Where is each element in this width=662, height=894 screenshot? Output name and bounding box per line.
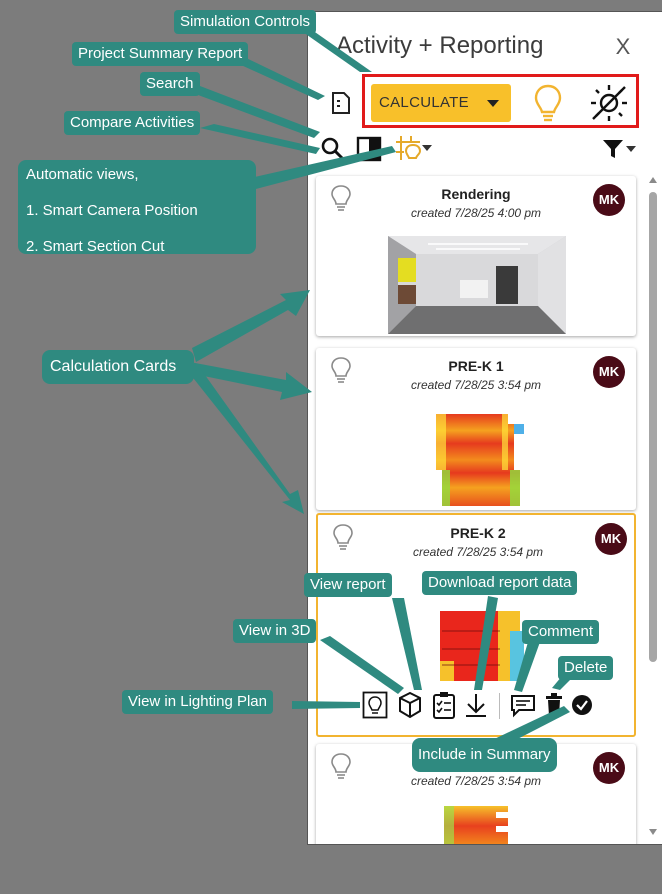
view-in-plan-icon[interactable] xyxy=(362,691,388,719)
heatmap-thumbnail[interactable] xyxy=(444,806,516,845)
close-button[interactable]: X xyxy=(615,34,631,59)
calculate-label: CALCULATE xyxy=(379,94,469,111)
lightbulb-icon[interactable] xyxy=(330,752,352,780)
lightbulb-icon[interactable] xyxy=(533,83,563,123)
callout-search: Search xyxy=(140,72,200,96)
card-created: created 7/28/25 3:54 pm xyxy=(410,378,542,392)
simulation-controls: CALCULATE xyxy=(362,74,639,128)
chevron-down-icon[interactable] xyxy=(487,100,499,107)
callout-calculation-cards: Calculation Cards xyxy=(42,350,194,384)
chevron-down-icon[interactable] xyxy=(422,145,432,151)
callout-delete: Delete xyxy=(558,656,614,680)
lightbulb-icon[interactable] xyxy=(330,356,352,384)
rendering-thumbnail[interactable] xyxy=(388,236,566,334)
card-title: Rendering xyxy=(441,186,511,202)
callout-auto-views-item: 1. Smart Camera Position xyxy=(26,202,198,219)
callout-include-summary: Include in Summary xyxy=(412,738,557,772)
callout-view-report: View report xyxy=(304,573,392,597)
no-daylight-icon[interactable] xyxy=(587,83,631,123)
callout-compare: Compare Activities xyxy=(64,111,201,135)
lightbulb-icon[interactable] xyxy=(332,523,354,551)
panel-title: Activity + Reporting xyxy=(336,32,544,59)
callout-comment: Comment xyxy=(522,620,600,644)
callout-auto-views-item: 2. Smart Section Cut xyxy=(26,238,165,255)
scroll-up-arrow[interactable] xyxy=(649,177,657,183)
avatar: MK xyxy=(593,752,625,784)
calculation-card[interactable]: Rendering created 7/28/25 4:00 pm MK xyxy=(316,176,636,336)
avatar: MK xyxy=(593,356,625,388)
card-actions xyxy=(362,691,602,721)
include-check-icon[interactable] xyxy=(570,691,594,719)
download-icon[interactable] xyxy=(464,691,488,719)
scrollbar[interactable] xyxy=(646,175,660,844)
chevron-down-icon[interactable] xyxy=(626,146,636,152)
scrollbar-thumb[interactable] xyxy=(649,192,657,662)
view-report-icon[interactable] xyxy=(432,691,456,719)
avatar: MK xyxy=(595,523,627,555)
report-icon[interactable] xyxy=(330,91,352,115)
calculation-card[interactable]: PRE-K 1 created 7/28/25 3:54 pm MK xyxy=(316,348,636,510)
card-created: created 7/28/25 4:00 pm xyxy=(410,206,542,220)
scroll-down-arrow[interactable] xyxy=(649,829,657,835)
callout-project-summary: Project Summary Report xyxy=(72,42,249,66)
calculate-button[interactable]: CALCULATE xyxy=(371,84,511,122)
view-3d-icon[interactable] xyxy=(398,691,422,719)
callout-auto-views-heading: Automatic views, xyxy=(26,166,139,183)
filter-icon[interactable] xyxy=(602,138,624,160)
card-title: PRE-K 2 xyxy=(450,525,506,541)
card-created: created 7/28/25 3:54 pm xyxy=(410,774,542,788)
callout-simulation-controls: Simulation Controls xyxy=(174,10,317,34)
heatmap-thumbnail[interactable] xyxy=(428,414,528,510)
callout-view-3d: View in 3D xyxy=(233,619,317,643)
card-title: PRE-K 1 xyxy=(448,358,504,374)
lightbulb-icon[interactable] xyxy=(330,184,352,212)
auto-view-icon[interactable] xyxy=(394,134,422,162)
callout-view-plan: View in Lighting Plan xyxy=(122,690,273,714)
divider xyxy=(499,693,500,719)
callout-download-data: Download report data xyxy=(422,571,578,595)
callout-auto-views: Automatic views, 1. Smart Camera Positio… xyxy=(18,160,256,255)
card-created: created 7/28/25 3:54 pm xyxy=(412,545,544,559)
comment-icon[interactable] xyxy=(510,691,536,719)
avatar: MK xyxy=(593,184,625,216)
